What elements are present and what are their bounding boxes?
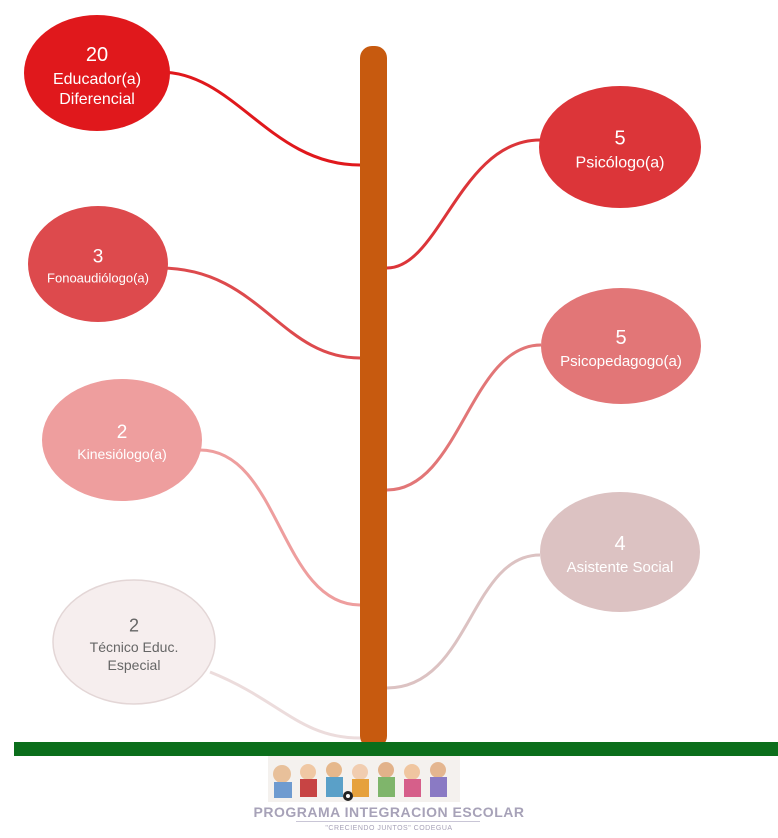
node-label-kinesiologo: Kinesiólogo(a): [77, 446, 167, 462]
node-label-psicologo: Psicólogo(a): [576, 155, 665, 172]
node-count-fonoaudiologo: 3: [93, 247, 104, 268]
node-label-tecnico: Especial: [108, 657, 161, 673]
program-logo: [268, 756, 460, 802]
node-circle-educador: [24, 15, 170, 131]
tree-trunk: [360, 46, 387, 748]
node-count-tecnico: 2: [129, 615, 139, 635]
branch-connectors: [159, 70, 542, 740]
connector-asistente: [386, 553, 541, 690]
connector-psicologo: [386, 138, 541, 270]
node-group: 20Educador(a)Diferencial5Psicólogo(a)3Fo…: [24, 15, 701, 705]
node-circle-psicopedagogo: [541, 288, 701, 404]
connector-fonoaudiologo: [159, 266, 361, 360]
node-label-fonoaudiologo: Fonoaudiólogo(a): [47, 270, 149, 285]
node-count-psicologo: 5: [614, 128, 625, 150]
node-label-educador: Diferencial: [59, 91, 135, 108]
node-circle-kinesiologo: [42, 379, 202, 501]
node-count-psicopedagogo: 5: [615, 327, 626, 349]
node-circle-psicologo: [539, 86, 701, 208]
connector-kinesiologo: [199, 448, 361, 607]
program-title: PROGRAMA INTEGRACION ESCOLAR: [253, 804, 525, 820]
node-count-kinesiologo: 2: [117, 422, 128, 443]
footer-divider: [296, 821, 480, 822]
node-label-educador: Educador(a): [53, 71, 141, 88]
connector-psicopedagogo: [386, 343, 542, 492]
node-circle-tecnico: [52, 579, 216, 705]
node-count-educador: 20: [86, 44, 108, 66]
connector-educador: [159, 70, 361, 167]
node-circle-asistente: [540, 492, 700, 612]
ground-bar: [14, 742, 778, 756]
node-label-asistente: Asistente Social: [567, 559, 674, 576]
node-count-asistente: 4: [614, 533, 625, 555]
node-circle-fonoaudiologo: [28, 206, 168, 322]
connector-tecnico: [209, 670, 361, 740]
program-subtitle: "CRECIENDO JUNTOS" CODEGUA: [325, 825, 453, 832]
node-label-tecnico: Técnico Educ.: [90, 639, 179, 655]
node-label-psicopedagogo: Psicopedagogo(a): [560, 353, 682, 370]
